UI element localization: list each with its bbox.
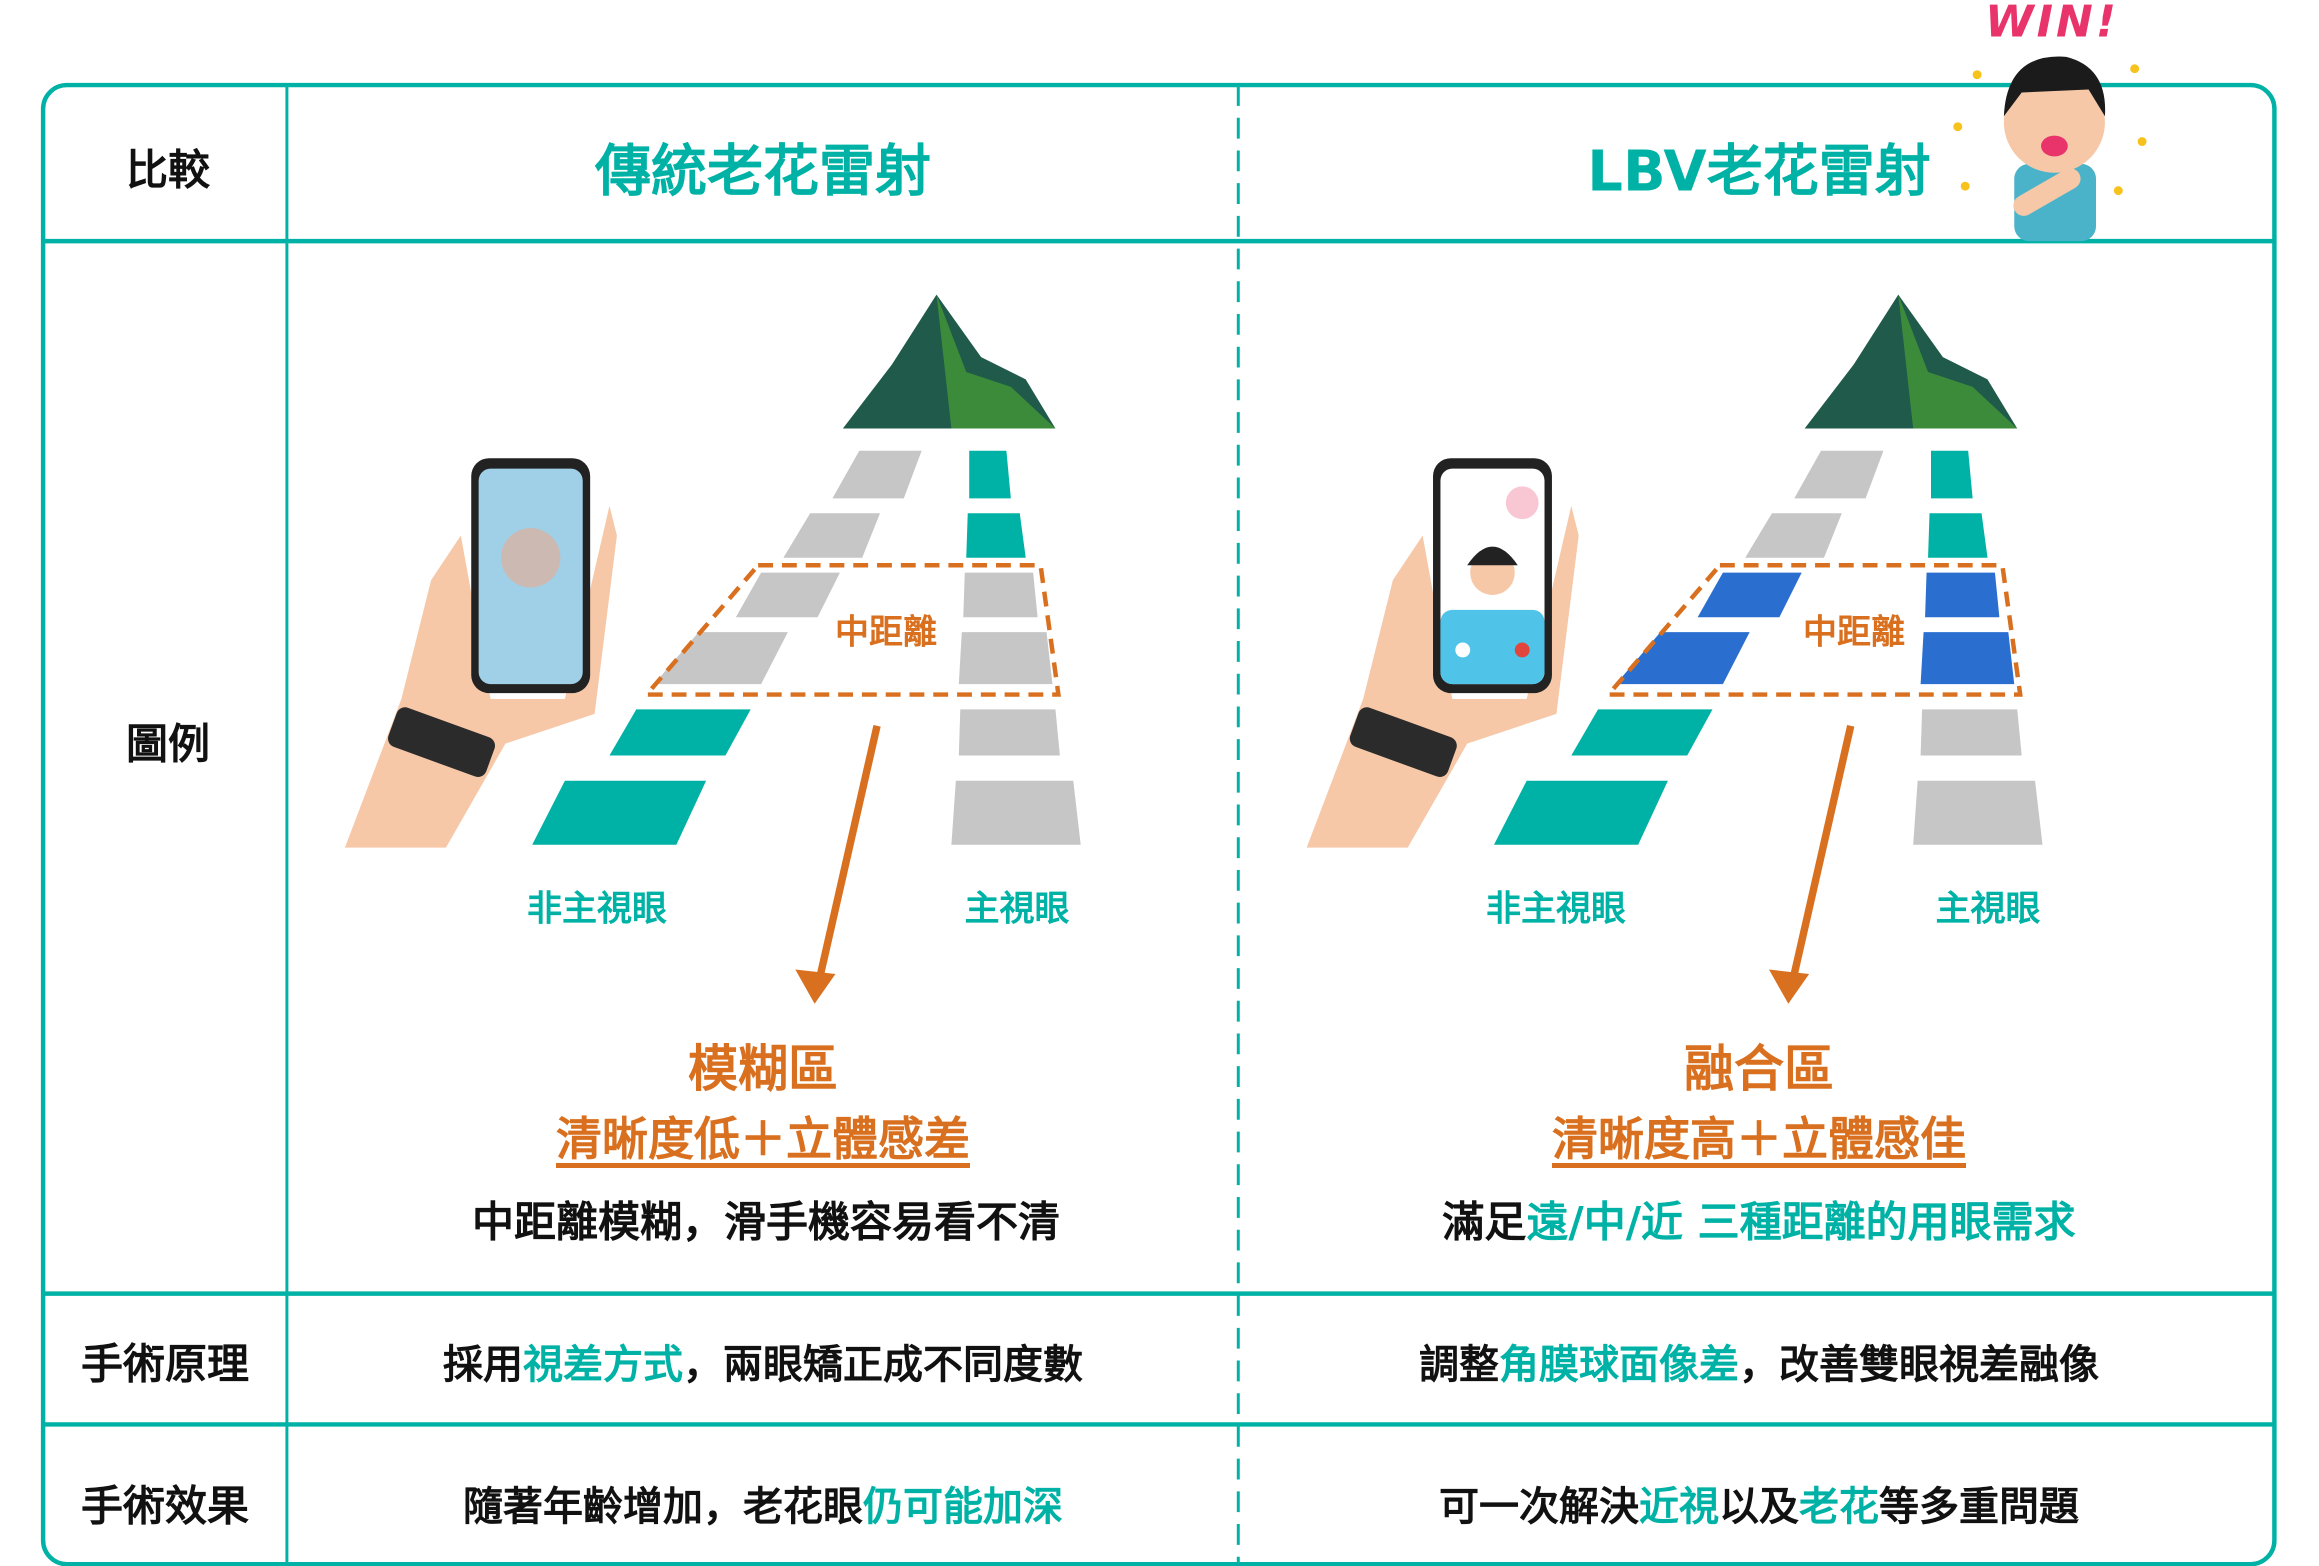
- effect-traditional: 隨著年齡增加，老花眼仍可能加深: [463, 1474, 1063, 1532]
- text: 採用: [443, 1342, 523, 1388]
- fusion-zone-title: 融合區: [1684, 1040, 1834, 1098]
- highlight: 近視: [1639, 1484, 1719, 1530]
- arrow-icon: [1768, 724, 1855, 1004]
- text: 隨著年齡增加，老花眼: [463, 1484, 863, 1530]
- column-header-traditional: 傳統老花雷射: [595, 139, 931, 205]
- mid-distance-label: 中距離: [1803, 612, 1905, 653]
- mid-distance-zone: [641, 562, 1061, 697]
- mid-distance-zone: [1603, 562, 2023, 697]
- win-badge: WIN!: [1985, 0, 2119, 48]
- corner-label: 比較: [125, 145, 211, 195]
- left-description: 中距離模糊，滑手機容易看不清: [471, 1197, 1061, 1247]
- text: 調整: [1419, 1342, 1499, 1388]
- text: 以及: [1719, 1484, 1799, 1530]
- arrow-icon: [795, 724, 881, 1004]
- text: 可一次解決: [1439, 1484, 1639, 1530]
- highlight: 仍可能加深: [863, 1484, 1063, 1530]
- non-dominant-eye-label: 非主視眼: [1485, 889, 1627, 930]
- row-label-principle: 手術原理: [80, 1339, 250, 1389]
- blur-zone-subtitle: 清晰度低＋立體感差: [556, 1112, 970, 1166]
- principle-traditional: 採用視差方式，兩眼矯正成不同度數: [443, 1332, 1083, 1390]
- winner-boy-icon: [1953, 56, 2147, 242]
- principle-lbv: 調整角膜球面像差，改善雙眼視差融像: [1419, 1332, 2099, 1390]
- desc-text: 滿足: [1442, 1197, 1527, 1247]
- effect-lbv: 可一次解決近視以及老花等多重問題: [1439, 1474, 2079, 1532]
- road-tiles: [1493, 450, 2043, 845]
- text: ，改善雙眼視差融像: [1739, 1342, 2099, 1388]
- dominant-eye-label: 主視眼: [964, 889, 1070, 930]
- right-illustration: [1306, 294, 2043, 1004]
- hand-phone-icon: [1306, 458, 1579, 848]
- dominant-eye-label: 主視眼: [1935, 889, 2041, 930]
- mid-distance-label: 中距離: [835, 612, 937, 653]
- mountain-icon: [1804, 294, 2018, 429]
- highlight: 視差方式: [523, 1342, 683, 1388]
- text: ，兩眼矯正成不同度數: [683, 1342, 1083, 1388]
- highlight: 老花: [1799, 1484, 1879, 1530]
- hand-phone-icon: [344, 458, 617, 848]
- fusion-zone-subtitle: 清晰度高＋立體感佳: [1552, 1112, 1966, 1166]
- row-label-effect: 手術效果: [80, 1481, 250, 1531]
- highlight: 角膜球面像差: [1499, 1342, 1739, 1388]
- left-illustration: [344, 294, 1081, 1004]
- row-label-illustration: 圖例: [125, 719, 211, 769]
- mountain-icon: [842, 294, 1056, 429]
- table-border: [40, 82, 2277, 1566]
- road-tiles: [532, 450, 1081, 845]
- right-description: 滿足遠/中/近 三種距離的用眼需求: [1442, 1189, 2075, 1250]
- column-header-lbv: LBV老花雷射: [1587, 139, 1931, 205]
- text: 等多重問題: [1879, 1484, 2079, 1530]
- desc-highlight: 遠/中/近 三種距離的用眼需求: [1526, 1197, 2076, 1247]
- non-dominant-eye-label: 非主視眼: [526, 889, 668, 930]
- blur-zone-title: 模糊區: [688, 1040, 838, 1098]
